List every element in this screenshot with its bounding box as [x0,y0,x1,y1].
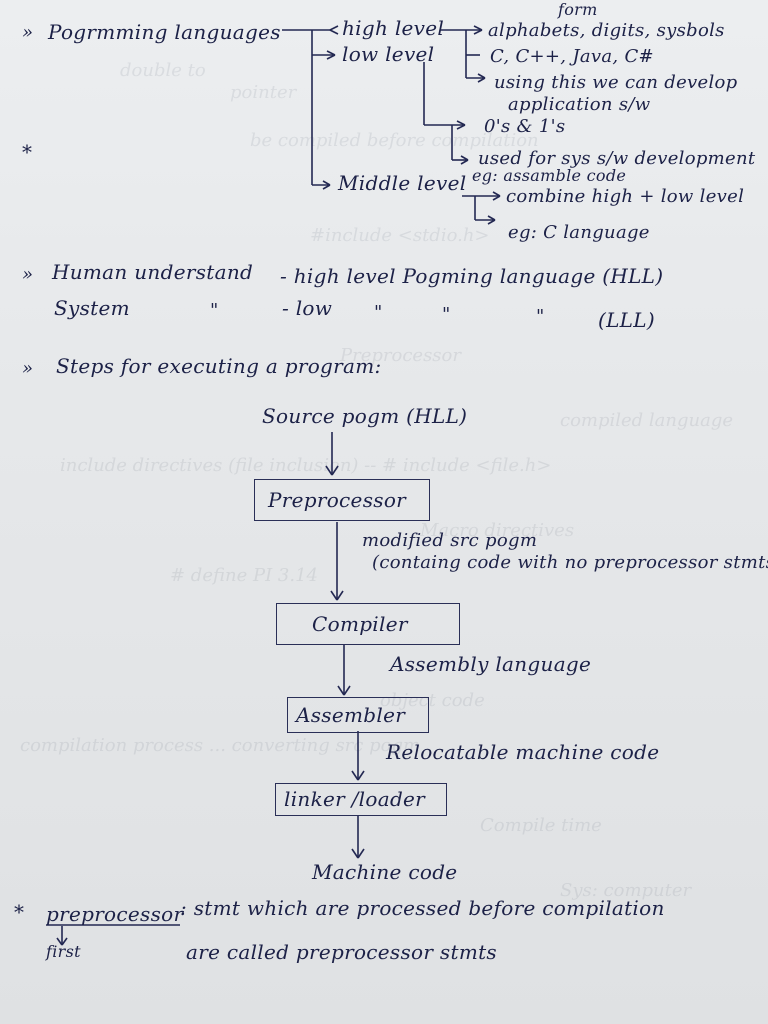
bleed-text: pointer [230,82,297,103]
system-label: System [54,296,130,320]
assembler-label: Assembler [296,703,406,727]
bullet-marker: » [22,22,34,43]
assembler-box [287,697,429,733]
combine-note: combine high + low level [506,186,745,207]
modified-source-note: modified src pogm [362,530,538,551]
assembly-language-note: Assembly language [390,652,592,676]
bleed-text: include directives (file inclusion) -- #… [60,455,552,476]
compiler-box [276,603,460,645]
compiler-label: Compiler [312,612,408,636]
source-program-label: Source pogm (HLL) [262,404,468,428]
low-level-label: low level [342,42,435,66]
star-marker: * [14,900,25,924]
high-level-label: high level [342,16,445,40]
machine-code-label: Machine code [312,860,458,884]
bleed-text: compiled language [560,410,734,431]
preprocessor-box [254,479,430,521]
bleed-text: object code [380,690,485,711]
bleed-text: Sys: computer [560,880,692,901]
bleed-text: #include <stdio.h> [310,225,490,246]
languages-examples: C, C++, Java, C# [490,46,654,67]
containing-note: (containg code with no preprocessor stmt… [372,552,768,573]
alphabets-note: alphabets, digits, sysbols [488,20,725,41]
application-note: application s/w [508,94,651,115]
linker-loader-box [275,783,447,816]
used-for-note: used for sys s/w development [478,148,756,169]
preprocessor-label: Preprocessor [268,488,407,512]
bleed-text: compilation process ... converting src p… [20,735,421,756]
preprocessor-definition-line1: : stmt which are processed before compil… [180,896,665,920]
ditto-mark: " [442,304,451,325]
programming-languages-heading: Pogrmming languages [48,20,281,44]
assembly-example: eg: assamble code [472,166,627,185]
lll-label: (LLL) [598,308,655,332]
relocatable-code-note: Relocatable machine code [386,740,660,764]
c-language-example: eg: C language [508,222,650,243]
bleed-text: # define PI 3.14 [170,565,318,586]
zeros-ones-note: 0's & 1's [484,116,566,137]
star-marker: * [22,140,33,164]
ditto-mark: " [210,300,219,321]
ditto-mark: " [536,306,545,327]
using-this-note: using this we can develop [494,72,738,93]
bleed-text: Compile time [480,815,602,836]
human-understand-value: - high level Pogming language (HLL) [280,264,664,288]
system-value: - low [282,296,333,320]
first-note: first [46,942,81,961]
bleed-text: double to [120,60,206,81]
bullet-marker: » [22,358,34,379]
middle-level-label: Middle level [338,171,467,195]
ditto-mark: " [374,302,383,323]
bullet-marker: » [22,264,34,285]
linker-loader-label: linker /loader [284,787,426,811]
bleed-text: Macro directives [420,520,575,541]
bleed-text: be compiled before compilation [250,130,539,151]
form-note: form [558,0,598,19]
preprocessor-definition-line2: are called preprocessor stmts [186,940,497,964]
steps-heading: Steps for executing a program: [56,354,382,378]
preprocessor-term: preprocessor [46,902,184,926]
bleed-text: Preprocessor [340,345,461,366]
human-understand-label: Human understand [52,260,254,284]
